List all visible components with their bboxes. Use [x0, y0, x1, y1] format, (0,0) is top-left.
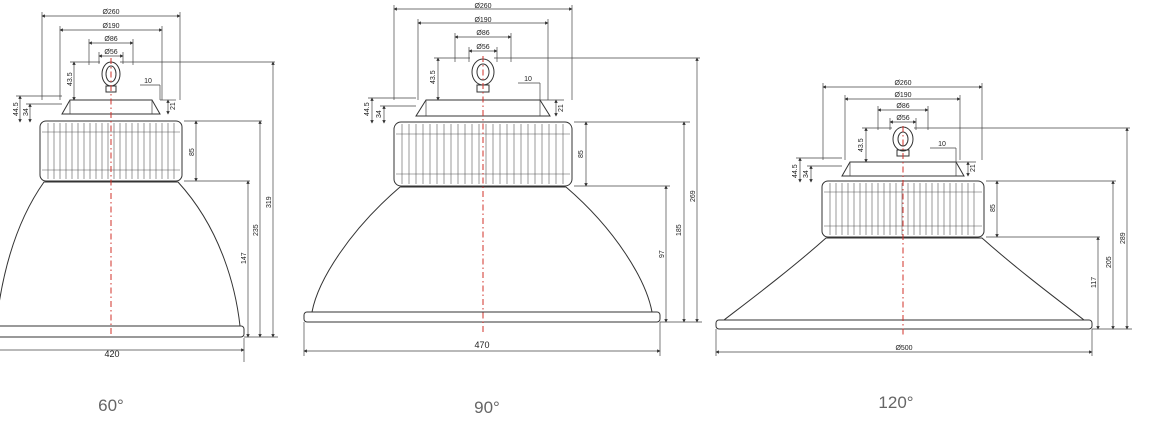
- dim-d260: Ø260: [894, 80, 911, 87]
- dim-10: 10: [144, 78, 152, 85]
- dim-width: Ø500: [895, 345, 912, 352]
- caption-60: 60°: [98, 396, 124, 415]
- dim-width: 420: [104, 349, 119, 359]
- dim-width: 470: [474, 340, 489, 350]
- dim-d56: Ø56: [104, 49, 117, 56]
- dim-445: 44.5: [792, 164, 799, 178]
- dim-21: 21: [558, 104, 565, 112]
- dim-235: 205: [1106, 256, 1113, 268]
- dim-total: 269: [690, 190, 697, 202]
- dim-147: 117: [1091, 277, 1098, 288]
- dim-147: 97: [659, 250, 666, 258]
- dim-435: 43.5: [858, 138, 865, 152]
- dim-85: 85: [189, 148, 196, 156]
- dim-34: 34: [23, 108, 30, 116]
- dim-435: 43.5: [430, 70, 437, 84]
- dim-34: 34: [803, 170, 810, 178]
- dim-85: 85: [578, 150, 585, 158]
- dim-147: 147: [241, 252, 248, 264]
- dim-235: 185: [676, 224, 683, 236]
- caption-90: 90°: [474, 398, 500, 417]
- dim-d56: Ø56: [476, 44, 489, 51]
- dim-d190: Ø190: [894, 92, 911, 99]
- dim-435: 43.5: [67, 72, 74, 86]
- dim-85: 85: [990, 204, 997, 212]
- dim-d86: Ø86: [896, 103, 909, 110]
- dim-445: 44.5: [13, 102, 20, 116]
- dim-445: 44.5: [364, 102, 371, 116]
- dim-235: 235: [253, 224, 260, 236]
- dim-34: 34: [376, 110, 383, 118]
- dim-d260: Ø260: [102, 9, 119, 16]
- caption-120: 120°: [878, 393, 914, 412]
- dim-d190: Ø190: [474, 17, 491, 24]
- dim-d86: Ø86: [476, 30, 489, 37]
- dim-d86: Ø86: [104, 36, 117, 43]
- dim-total: 289: [1120, 232, 1127, 244]
- lamp-drawing-90: Ø260 Ø190 Ø86 Ø56 10 21 44.5 34 43.5: [303, 3, 702, 356]
- dim-d190: Ø190: [102, 23, 119, 30]
- dim-d56: Ø56: [896, 115, 909, 122]
- dim-10: 10: [524, 76, 532, 83]
- dim-total: 319: [266, 196, 273, 208]
- dim-10: 10: [938, 141, 946, 148]
- dim-d260: Ø260: [474, 3, 491, 10]
- lamp-drawing-60: Ø260 Ø190 Ø86 Ø56 10 21 44.5 34 43.5: [0, 9, 278, 362]
- lamp-drawing-120: Ø260 Ø190 Ø86 Ø56 10 21 44.5 34 43.5: [715, 80, 1132, 356]
- dim-21: 21: [970, 164, 977, 172]
- dim-21: 21: [170, 102, 177, 110]
